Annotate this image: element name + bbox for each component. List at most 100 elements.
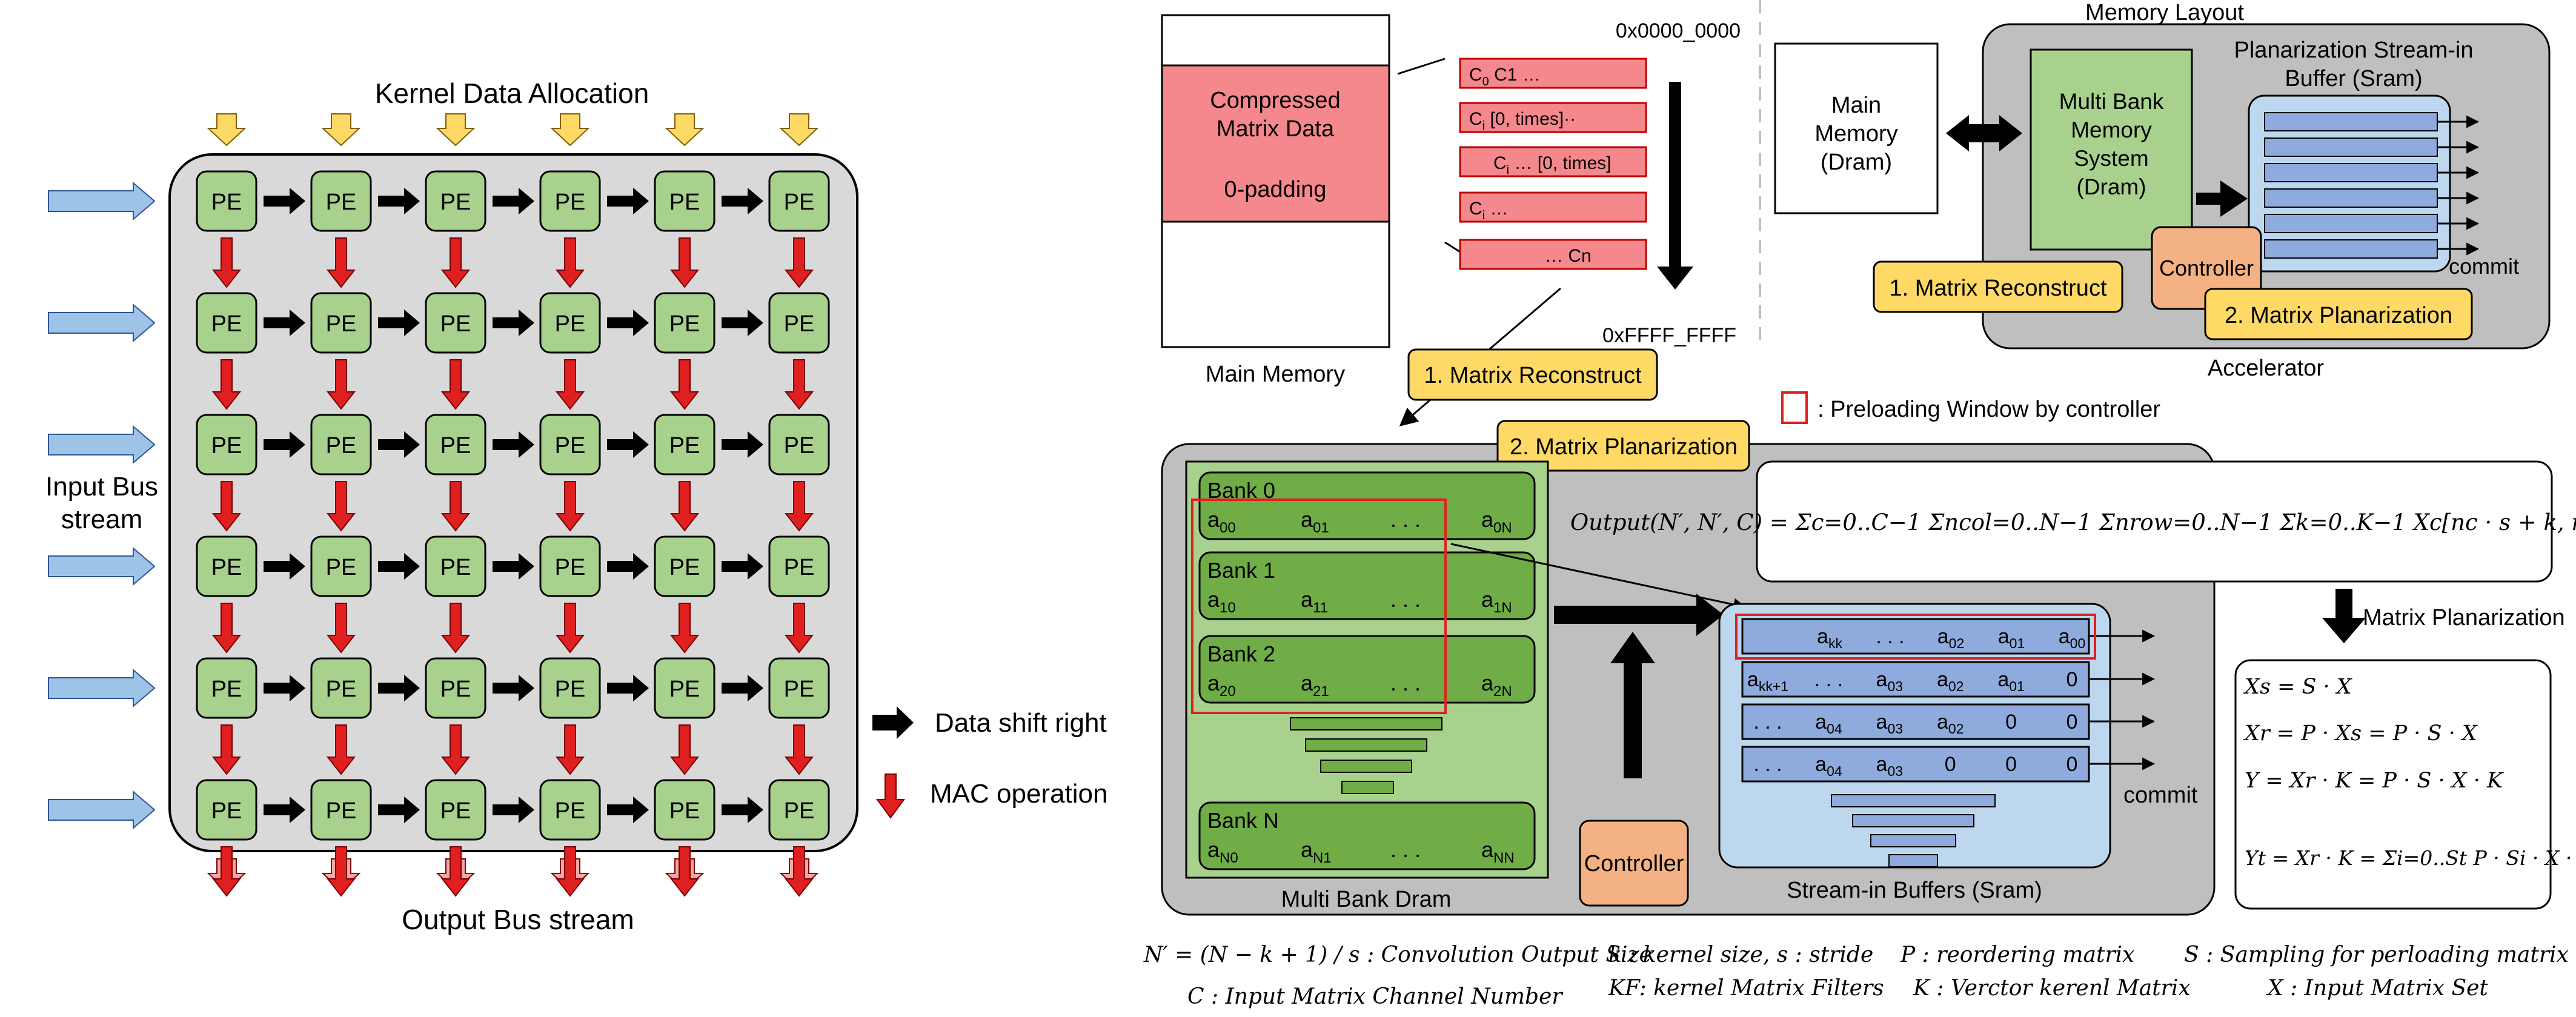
footnote-vector-kernel: K : Verctor kerenl Matrix: [1913, 976, 2191, 1001]
bank-element: . . .: [1390, 507, 1421, 532]
dram-to-stream-arrow: [1554, 594, 1724, 636]
compressed-label-line2: Matrix Data: [1217, 116, 1335, 142]
pe-cell: [539, 292, 601, 354]
footnote-kernel-stride: k : kernel size, s : stride: [1608, 942, 1873, 967]
pe-cell: [654, 292, 715, 354]
bank-title: Bank 2: [1207, 641, 1275, 666]
kernel-input-arrows: [207, 113, 819, 147]
shift-right-legend-label: Data shift right: [935, 708, 1107, 738]
buffer-stack-indicator: [1831, 794, 1996, 867]
pe-label: PE: [784, 433, 815, 459]
mac-arrow: [440, 724, 471, 775]
buffer-element: a01: [1998, 625, 2025, 651]
bank-element: a00: [1207, 507, 1236, 536]
matrix-reconstruct-badge: [1407, 348, 1658, 401]
pe-cell: [310, 657, 372, 719]
memory-layout-figure: Memory Layout Main Memory (Dram) Acceler…: [1774, 0, 2551, 381]
buffer-element: 0: [2066, 668, 2078, 691]
pe-label: PE: [784, 677, 815, 702]
stream-buffer-title-line1: Planarization Stream-in: [2234, 38, 2474, 63]
pe-label: PE: [555, 677, 586, 702]
shift-right-arrow: [493, 553, 534, 580]
main-memory-dram-box: [1774, 42, 1939, 214]
mac-arrow: [784, 237, 814, 288]
kernel-arrow-0: [207, 113, 247, 147]
stream-buffer-title-line2: Buffer (Sram): [2285, 66, 2422, 91]
pe-cell: [539, 170, 601, 232]
to-buffer-arrow: [2196, 181, 2248, 217]
bank-element: . . .: [1390, 587, 1421, 612]
pe-cell: [196, 535, 257, 597]
main-memory-caption: Main Memory: [1206, 362, 1345, 387]
pe-cell: [768, 779, 830, 841]
pe-label: PE: [669, 555, 700, 580]
pe-cell: [425, 535, 486, 597]
eq-reorder: Xr = P · Xs = P · S · X: [2243, 721, 2478, 746]
mac-arrow: [326, 237, 356, 288]
layout-planarization-label: 2. Matrix Planarization: [2225, 303, 2452, 328]
pe-cell: [196, 170, 257, 232]
pe-cell: [539, 657, 601, 719]
pe-label: PE: [440, 555, 471, 580]
mac-arrow: [555, 846, 585, 897]
shift-right-arrow: [378, 431, 420, 458]
shift-right-arrow: [722, 310, 763, 336]
planarization-down-arrow: [2322, 589, 2366, 643]
planarization-equations-box: [2234, 659, 2552, 910]
kernel-arrow-3: [550, 113, 590, 147]
pe-cell: [310, 535, 372, 597]
pe-cell: [310, 414, 372, 475]
buffer-element: a02: [1937, 668, 1964, 694]
compressed-row: [1459, 102, 1647, 133]
main-memory-dram-line2: Memory: [1814, 121, 1897, 147]
buffer-element: a04: [1815, 711, 1842, 737]
input-bus-arrow-3: [48, 546, 156, 586]
kernel-data-allocation-title: Kernel Data Allocation: [375, 78, 649, 109]
matrix-planarization-label: 2. Matrix Planarization: [1510, 434, 1738, 460]
preload-window-buffer: [1735, 614, 2096, 660]
mac-arrow: [669, 237, 700, 288]
layout-planarization-badge: [2204, 288, 2473, 340]
input-bus-label-line1: Input Bus: [45, 472, 158, 502]
stream-buffer-row: [1741, 703, 2090, 740]
pe-cell: [310, 170, 372, 232]
compressed-region: [1161, 64, 1390, 223]
shift-right-arrow: [493, 188, 534, 214]
shift-right-arrow: [264, 675, 305, 701]
pe-label: PE: [211, 798, 242, 824]
mac-arrow: [211, 846, 242, 897]
mac-arrow: [669, 846, 700, 897]
compressed-row: [1459, 239, 1647, 270]
pe-cell: [768, 292, 830, 354]
buffer-element: a03: [1876, 711, 1904, 737]
bank-element: a11: [1301, 587, 1328, 616]
mac-arrow: [669, 359, 700, 410]
mac-arrow: [555, 603, 585, 654]
shift-right-arrow: [722, 553, 763, 580]
shift-right-arrow: [607, 675, 649, 701]
mac-arrow: [326, 481, 356, 532]
input-bus-arrows: [48, 181, 156, 830]
pe-label: PE: [555, 798, 586, 824]
layout-buffer-row: [2264, 188, 2438, 208]
buffer-element: a02: [1937, 625, 1965, 651]
main-memory-dram-line3: (Dram): [1821, 150, 1892, 175]
shift-right-arrow: [722, 675, 763, 701]
shift-right-arrow: [722, 431, 763, 458]
bank-element: aN1: [1301, 837, 1332, 866]
bank-element: . . .: [1390, 671, 1421, 695]
shift-right-arrow: [607, 431, 649, 458]
stream-buffer-row: [1741, 746, 2090, 783]
shift-right-arrow: [264, 310, 305, 336]
pe-cell: [654, 779, 715, 841]
pe-cell: [654, 414, 715, 475]
stream-in-caption: Stream-in Buffers (Sram): [1787, 878, 2042, 903]
shift-right-legend-icon: [872, 706, 914, 739]
buffer-element: a03: [1876, 753, 1904, 779]
shift-right-arrow: [378, 553, 420, 580]
buffer-element: 0: [2066, 753, 2078, 776]
